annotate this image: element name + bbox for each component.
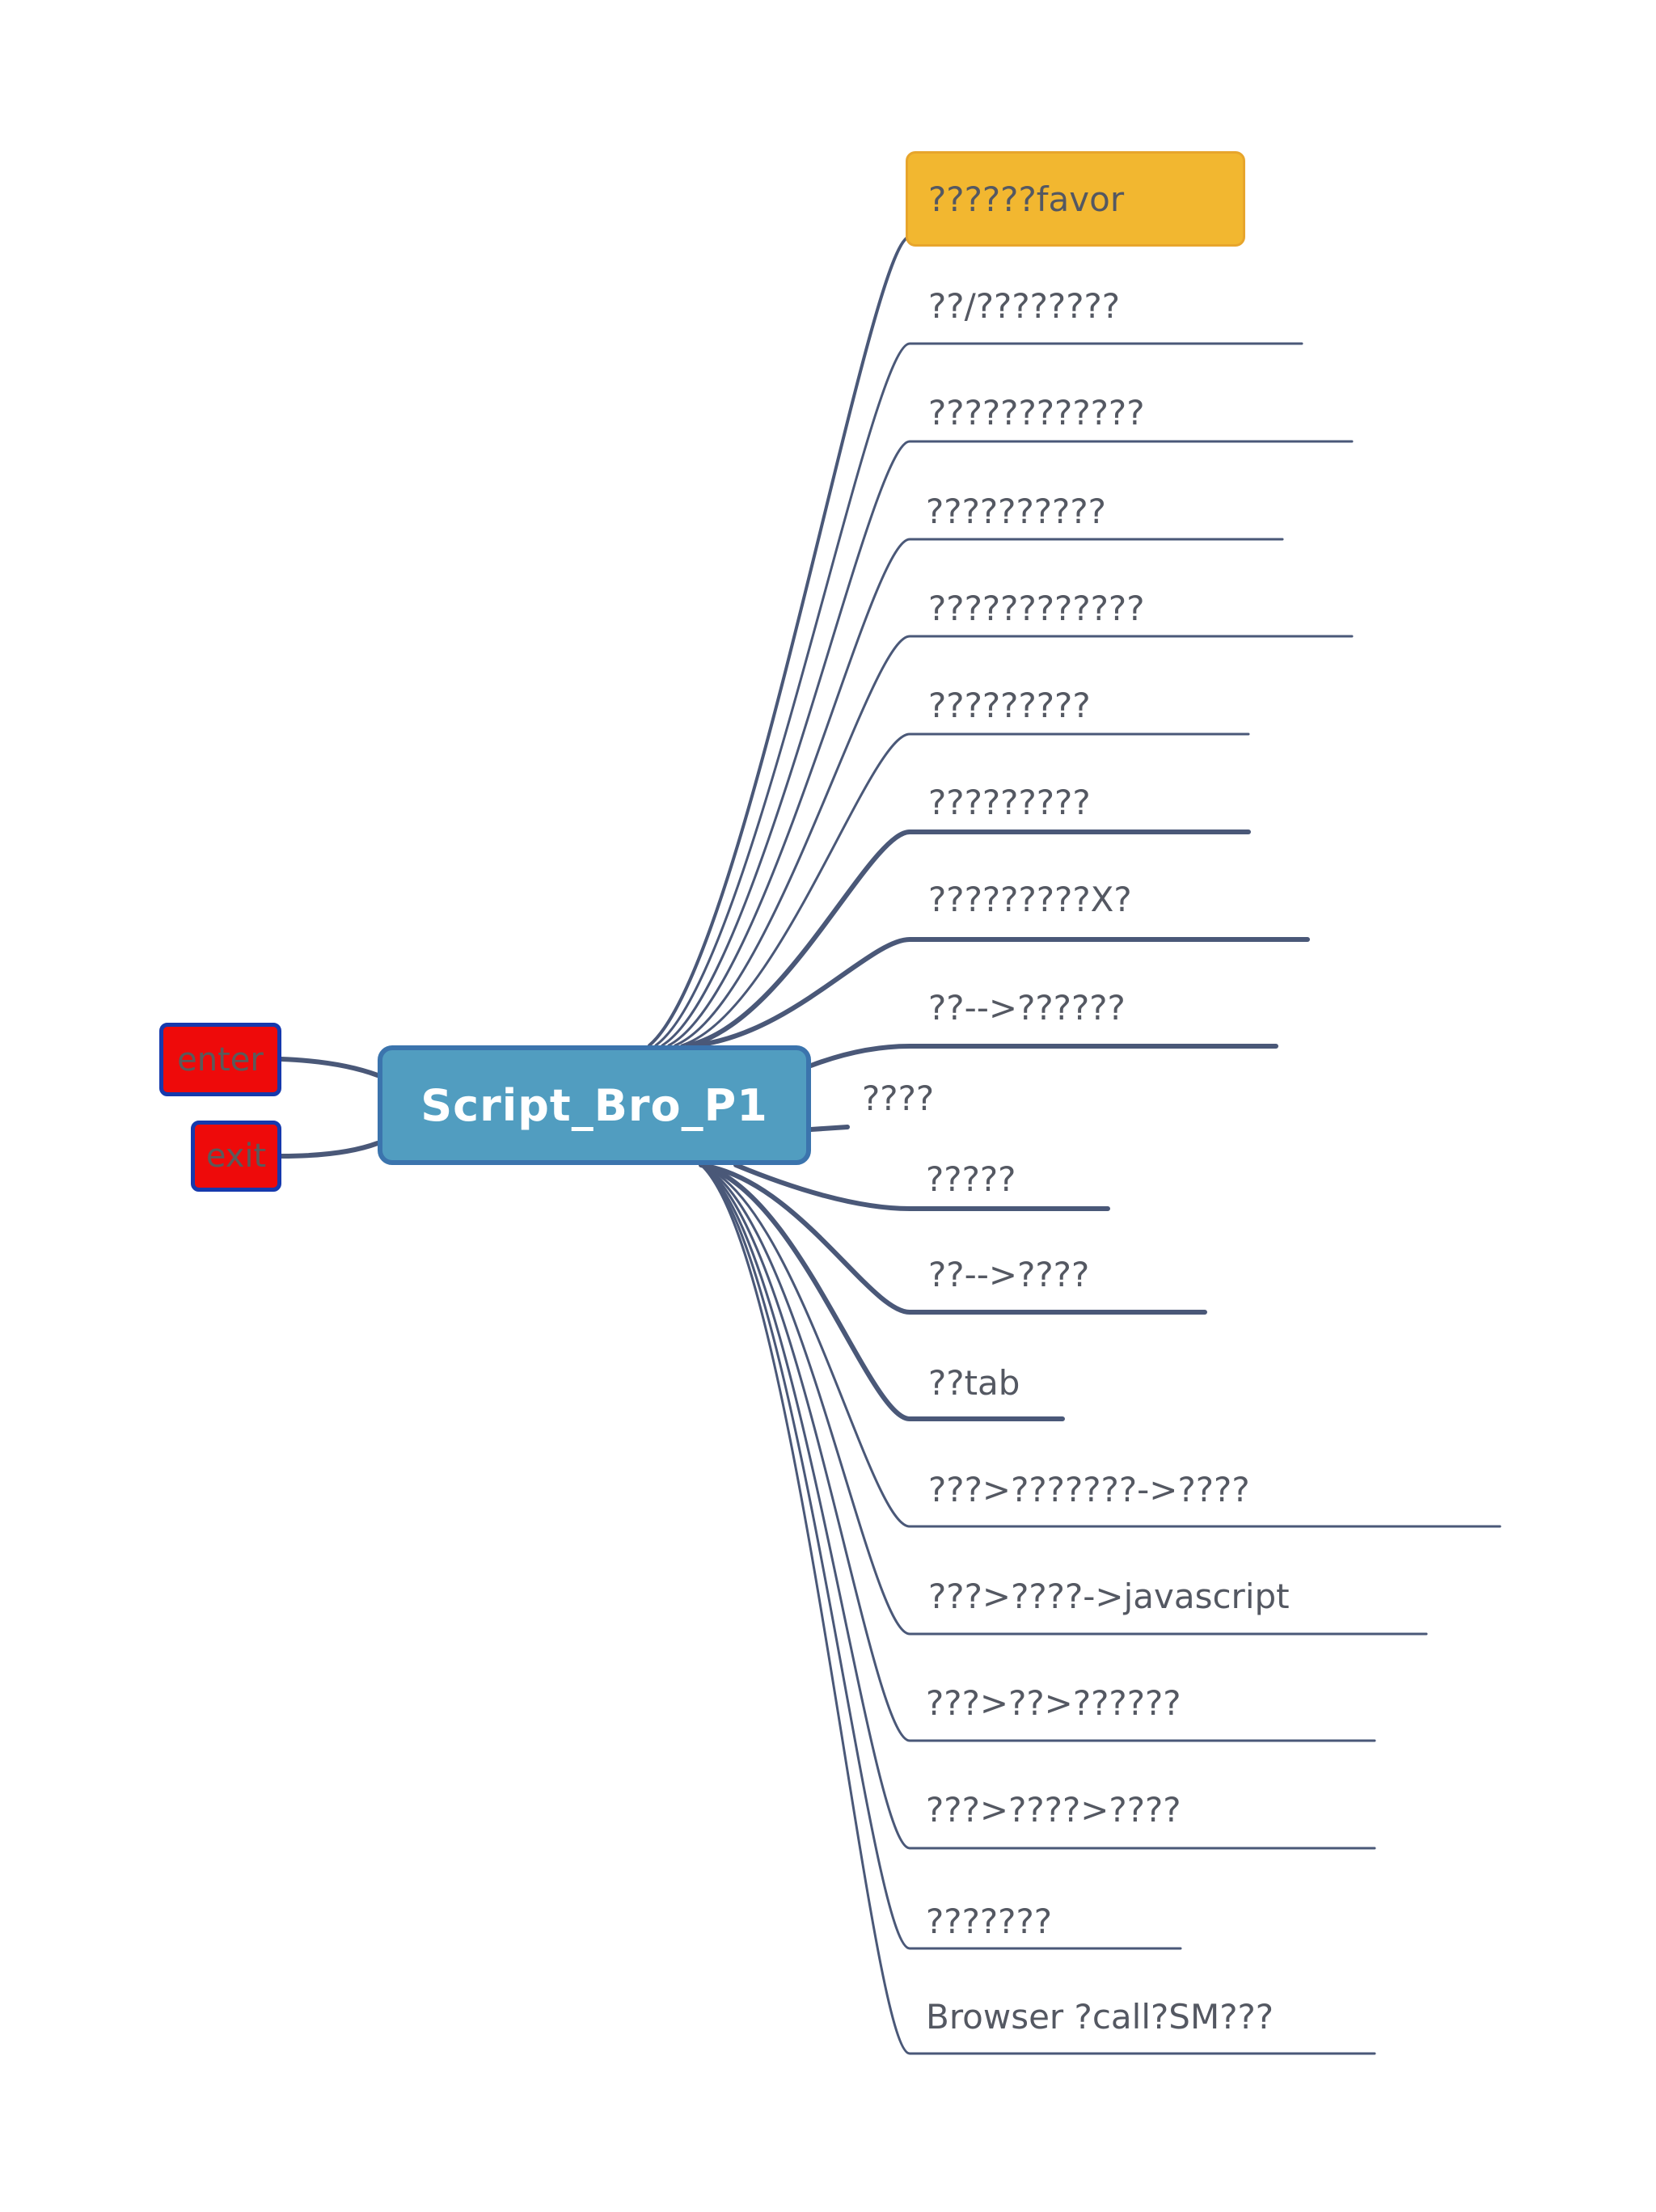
topic-9[interactable]: ????: [862, 1079, 935, 1118]
branch-connector-9: [809, 1125, 850, 1132]
topic-2[interactable]: ????????????: [928, 393, 1145, 433]
branch-connector-5: [680, 732, 1250, 1047]
topic-18[interactable]: Browser ?call?SM???: [926, 1997, 1274, 2037]
topic-12[interactable]: ??tab: [928, 1363, 1020, 1403]
topic-6[interactable]: ?????????: [928, 783, 1091, 822]
branch-connector-6: [686, 830, 1251, 1048]
branch-connector-0: [648, 235, 1239, 1047]
topic-16[interactable]: ???>????>????: [926, 1790, 1181, 1830]
central-topic[interactable]: Script_Bro_P1: [378, 1045, 811, 1165]
enter-tag[interactable]: enter: [159, 1023, 281, 1096]
enter-tag-label: enter: [177, 1041, 264, 1079]
central-topic-label: Script_Bro_P1: [420, 1079, 768, 1131]
branch-connector-11: [699, 1163, 1207, 1315]
topic-3[interactable]: ??????????: [926, 492, 1106, 531]
topic-13[interactable]: ???>???????->????: [928, 1470, 1250, 1509]
topic-14[interactable]: ???>????->javascript: [928, 1577, 1290, 1616]
branch-connector-12: [699, 1163, 1065, 1421]
exit-tag[interactable]: exit: [191, 1121, 281, 1192]
topic-0[interactable]: ??????favor: [928, 179, 1125, 219]
topic-8[interactable]: ??-->??????: [928, 988, 1126, 1028]
branch-connector-7: [692, 937, 1310, 1048]
branch-connector-4: [674, 635, 1354, 1047]
branch-connector-2: [661, 440, 1354, 1047]
branch-connector-3: [667, 538, 1284, 1047]
exit-connector: [279, 1141, 380, 1159]
topic-5[interactable]: ?????????: [928, 686, 1091, 725]
branch-connector-13: [699, 1163, 1502, 1528]
topic-11[interactable]: ??-->????: [928, 1255, 1090, 1294]
branch-connector-1: [654, 342, 1303, 1047]
branch-connector-14: [699, 1163, 1428, 1636]
highlighted-topic-background: [906, 151, 1245, 247]
topic-10[interactable]: ?????: [926, 1159, 1016, 1199]
topic-1[interactable]: ??/????????: [928, 286, 1121, 326]
branch-connector-18: [699, 1163, 1376, 2055]
branch-connector-16: [699, 1163, 1376, 1850]
enter-connector: [279, 1057, 380, 1078]
topic-17[interactable]: ???????: [926, 1902, 1053, 1941]
branch-connector-10: [733, 1163, 1110, 1211]
topic-7[interactable]: ?????????X?: [928, 880, 1132, 919]
branch-connector-17: [699, 1163, 1182, 1950]
exit-tag-label: exit: [205, 1138, 267, 1175]
branch-connector-15: [699, 1163, 1376, 1742]
topic-4[interactable]: ????????????: [928, 589, 1145, 628]
topic-15[interactable]: ???>??>??????: [926, 1683, 1181, 1723]
branch-connector-8: [809, 1044, 1278, 1068]
